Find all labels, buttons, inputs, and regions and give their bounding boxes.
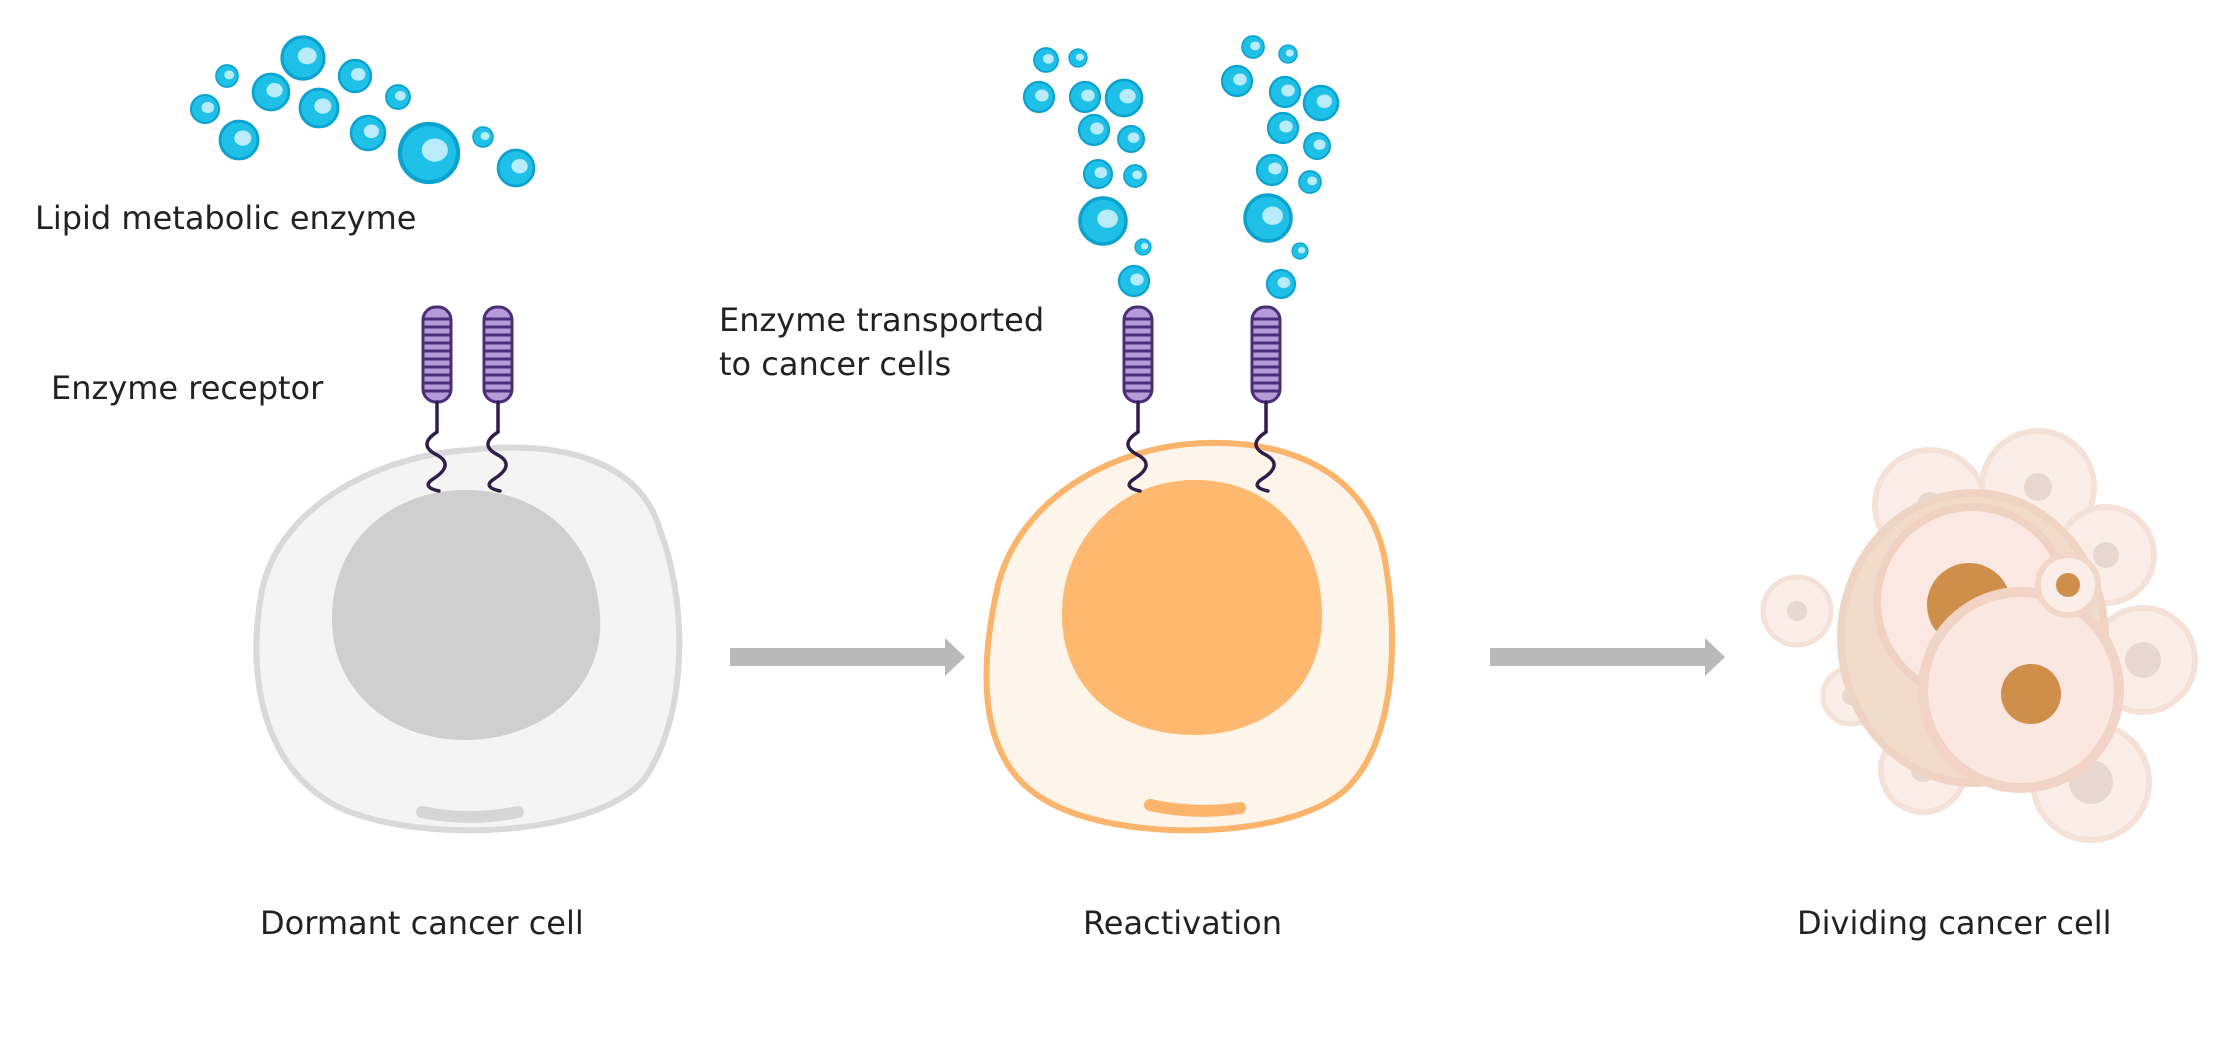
dividing-cell-label: Dividing cancer cell [1797,904,2111,942]
reactivation-label: Reactivation [1083,904,1282,942]
dormant-cancer-cell [253,444,683,834]
reactivated-cancer-cell [983,439,1395,834]
dormant-cell-label: Dormant cancer cell [260,904,584,942]
lipid-enzyme-cluster [189,35,536,188]
bound-enzyme-stream-left [1022,47,1152,298]
enzyme-receptor-label: Enzyme receptor [51,369,324,407]
arrow-dormant-to-reactivation [730,638,965,676]
enzyme-transported-label-line2: to cancer cells [719,345,951,383]
lipid-enzyme-label: Lipid metabolic enzyme [35,199,416,237]
enzyme-transported-label-line1: Enzyme transported [719,301,1044,339]
dividing-cancer-cell-cluster [1760,428,2198,843]
bound-enzyme-stream-right [1220,35,1340,300]
arrow-reactivation-to-dividing [1490,638,1725,676]
